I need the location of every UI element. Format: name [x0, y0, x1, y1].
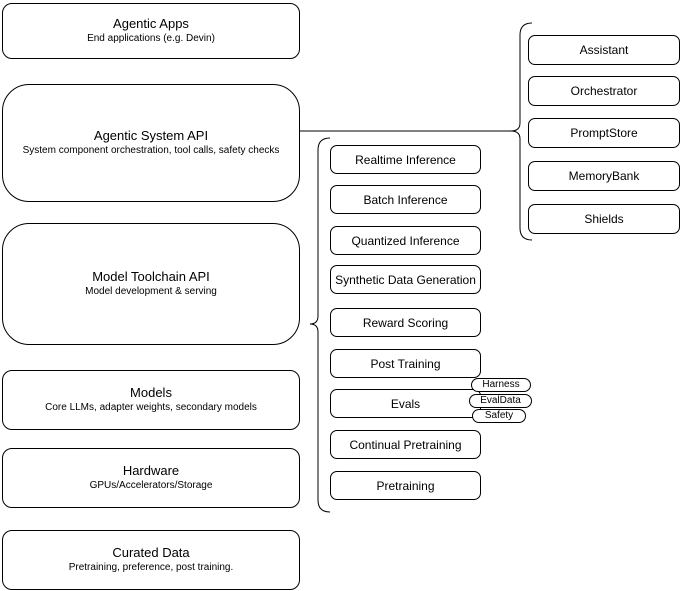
node-shields: Shields [528, 204, 680, 234]
node-reward-scoring: Reward Scoring [330, 308, 481, 337]
node-models: Models Core LLMs, adapter weights, secon… [2, 370, 300, 430]
tag-harness: Harness [471, 378, 531, 392]
node-realtime-inference: Realtime Inference [330, 145, 481, 174]
node-subtitle: Model development & serving [85, 286, 217, 297]
tag-evaldata: EvalData [469, 394, 532, 408]
node-promptstore: PromptStore [528, 118, 680, 148]
node-title: Model Toolchain API [92, 269, 210, 284]
node-curated-data: Curated Data Pretraining, preference, po… [2, 530, 300, 590]
node-title: Models [130, 385, 172, 400]
node-subtitle: Pretraining, preference, post training. [68, 562, 234, 573]
node-hardware: Hardware GPUs/Accelerators/Storage [2, 448, 300, 508]
node-title: Agentic Apps [113, 16, 189, 31]
node-assistant: Assistant [528, 35, 680, 65]
node-pretraining: Pretraining [330, 471, 481, 500]
node-title: Curated Data [112, 545, 190, 560]
node-subtitle: End applications (e.g. Devin) [87, 33, 215, 44]
node-continual-pretraining: Continual Pretraining [330, 430, 481, 459]
node-evals: Evals [330, 389, 481, 418]
node-title: Hardware [122, 463, 180, 478]
system-group-brace [510, 22, 533, 241]
node-subtitle: Core LLMs, adapter weights, secondary mo… [45, 402, 257, 413]
node-memorybank: MemoryBank [528, 161, 680, 191]
node-synthetic-data-generation: Synthetic Data Generation [330, 265, 481, 294]
node-model-toolchain-api: Model Toolchain API Model development & … [2, 223, 300, 345]
tag-safety: Safety [472, 409, 526, 423]
node-title: Agentic System API [93, 128, 209, 143]
node-batch-inference: Batch Inference [330, 185, 481, 214]
node-post-training: Post Training [330, 349, 481, 378]
toolchain-group-brace [309, 137, 331, 513]
node-agentic-system-api: Agentic System API System component orch… [2, 84, 300, 202]
node-subtitle: System component orchestration, tool cal… [22, 145, 280, 156]
node-subtitle: GPUs/Accelerators/Storage [89, 480, 213, 491]
node-quantized-inference: Quantized Inference [330, 226, 481, 255]
node-orchestrator: Orchestrator [528, 76, 680, 106]
node-agentic-apps: Agentic Apps End applications (e.g. Devi… [2, 3, 300, 59]
